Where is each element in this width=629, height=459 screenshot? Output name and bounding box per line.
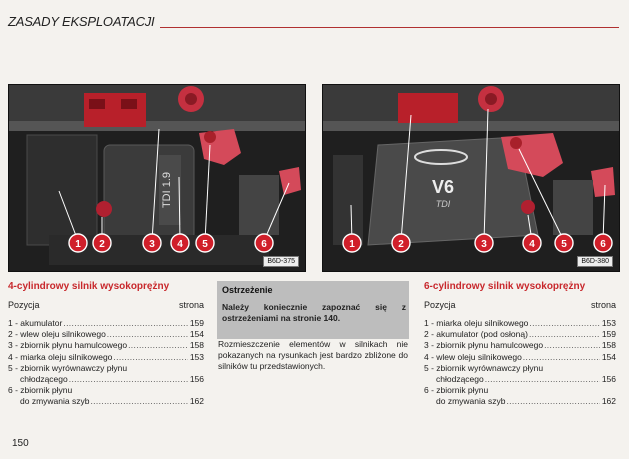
item-page: 159 — [601, 329, 616, 340]
figure-code: B6D-380 — [577, 256, 613, 267]
list-item: 4 - wlew oleju silnikowego 154 — [424, 352, 616, 363]
component-list-6cyl: 1 - miarka oleju silnikowego1532 - akumu… — [424, 318, 616, 408]
component-list-4cyl: 1 - akumulator1592 - wlew oleju silnikow… — [8, 318, 204, 408]
item-page: 156 — [601, 374, 616, 385]
list-item: do zmywania szyb 162 — [424, 396, 616, 407]
item-label: 3 - zbiornik płynu hamulcowego — [424, 340, 544, 351]
item-label: 5 - zbiornik wyrównawczy płynu — [8, 362, 128, 373]
leader-dots — [528, 318, 600, 329]
header-rule — [160, 27, 619, 28]
leader-dots — [484, 374, 600, 385]
item-page: 156 — [189, 374, 204, 385]
note-text: Rozmieszczenie elementów w silnikach nie… — [218, 339, 408, 371]
engine-photo-6cyl: V6 TDI 1 2 3 4 5 6 B6D-380 — [322, 84, 620, 272]
figure-code: B6D-375 — [263, 256, 299, 267]
item-label: do zmywania szyb — [20, 396, 90, 407]
page-number: 150 — [12, 438, 29, 449]
callout-1: 1 — [349, 239, 355, 250]
list-item: do zmywania szyb 162 — [8, 396, 204, 407]
item-label: 5 - zbiornik wyrównawczy płynu — [424, 362, 544, 373]
list-item: 2 - wlew oleju silnikowego 154 — [8, 329, 204, 340]
col-page: strona — [178, 300, 204, 310]
item-page: 153 — [601, 318, 616, 328]
item-label: chłodzącego — [20, 374, 68, 385]
callout-2: 2 — [99, 239, 105, 250]
col-position: Pozycja — [424, 300, 456, 310]
leader-dots — [112, 352, 188, 363]
item-page: 154 — [189, 329, 204, 340]
item-label: 4 - miarka oleju silnikowego — [8, 351, 113, 362]
list-item: 4 - miarka oleju silnikowego 153 — [8, 352, 204, 363]
callout-3: 3 — [149, 239, 155, 250]
list-item: 1 - miarka oleju silnikowego 153 — [424, 318, 616, 329]
callout-4: 4 — [529, 239, 535, 250]
list-item: chłodzącego 156 — [8, 374, 204, 385]
engine-4cyl-illustration: TDI 1.9 1 2 3 4 5 6 — [9, 85, 305, 271]
list-item: 5 - zbiornik wyrównawczy płynu — [424, 363, 616, 374]
list-item: 2 - akumulator (pod osłoną) 159 — [424, 329, 616, 340]
svg-text:V6: V6 — [432, 177, 454, 197]
svg-text:TDI 1.9: TDI 1.9 — [161, 172, 173, 208]
item-label: do zmywania szyb — [436, 396, 506, 407]
item-label: 4 - wlew oleju silnikowego — [424, 351, 522, 362]
item-page: 158 — [601, 340, 616, 351]
item-label: chłodzącego — [436, 374, 484, 385]
item-label: 1 - akumulator — [8, 318, 63, 328]
leader-dots — [528, 329, 600, 340]
item-label: 2 - wlew oleju silnikowego — [8, 329, 106, 340]
callout-6: 6 — [600, 239, 606, 250]
list-item: 3 - zbiornik płynu hamulcowego 158 — [424, 340, 616, 351]
callout-4: 4 — [177, 239, 183, 250]
item-label: 3 - zbiornik płynu hamulcowego — [8, 340, 128, 351]
list-item: 5 - zbiornik wyrównawczy płynu — [8, 363, 204, 374]
section-title-4cyl: 4-cylindrowy silnik wysokoprężny — [8, 281, 170, 292]
list-item: chłodzącego 156 — [424, 374, 616, 385]
item-page: 162 — [189, 396, 204, 407]
leader-dots — [522, 352, 600, 363]
callout-5: 5 — [202, 239, 208, 250]
callout-5: 5 — [561, 239, 567, 250]
col-page: strona — [590, 300, 616, 310]
item-label: 2 - akumulator (pod osłoną) — [424, 329, 528, 340]
list-item: 6 - zbiornik płynu — [8, 385, 204, 396]
item-label: 1 - miarka oleju silnikowego — [424, 318, 529, 328]
svg-text:TDI: TDI — [436, 199, 451, 209]
leader-dots — [127, 340, 188, 351]
section-title-6cyl: 6-cylindrowy silnik wysokoprężny — [424, 281, 586, 292]
item-label: 6 - zbiornik płynu — [8, 385, 73, 396]
engine-photo-4cyl: TDI 1.9 1 2 3 4 5 6 B6D-375 — [8, 84, 306, 272]
list-item: 3 - zbiornik płynu hamulcowego 158 — [8, 340, 204, 351]
col-position: Pozycja — [8, 300, 40, 310]
warning-box: Ostrzeżenie Należy koniecznie zapoznać s… — [217, 281, 409, 339]
engine-6cyl-illustration: V6 TDI 1 2 3 4 5 6 — [323, 85, 619, 271]
chapter-title: ZASADY EKSPLOATACJI — [8, 14, 155, 29]
leader-dots — [543, 340, 600, 351]
list-item: 6 - zbiornik płynu — [424, 385, 616, 396]
warning-title: Ostrzeżenie — [222, 285, 273, 295]
leader-dots — [89, 396, 188, 407]
item-page: 153 — [189, 351, 204, 362]
leader-dots — [62, 318, 188, 329]
callout-3: 3 — [481, 239, 487, 250]
leader-dots — [106, 329, 188, 340]
item-label: 6 - zbiornik płynu — [424, 385, 489, 396]
leader-dots — [68, 374, 188, 385]
item-page: 162 — [601, 396, 616, 407]
item-page: 159 — [189, 318, 204, 328]
warning-text: Należy koniecznie zapoznać się z ostrzeż… — [222, 302, 406, 323]
callout-6: 6 — [261, 239, 267, 250]
list-item: 1 - akumulator 159 — [8, 318, 204, 329]
callout-2: 2 — [398, 239, 404, 250]
callout-1: 1 — [75, 239, 81, 250]
item-page: 154 — [601, 351, 616, 362]
item-page: 158 — [189, 340, 204, 351]
leader-dots — [505, 396, 600, 407]
